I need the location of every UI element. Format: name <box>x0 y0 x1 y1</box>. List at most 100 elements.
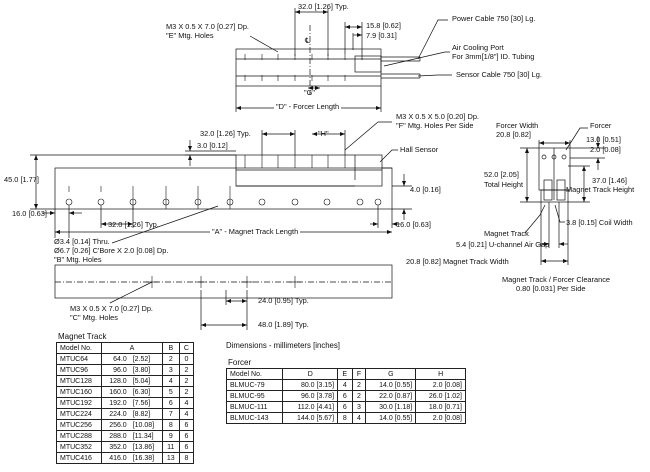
cell: 96.0 <box>101 364 130 376</box>
dim-48-typ: 48.0 [1.89] Typ. <box>258 320 309 329</box>
table-header-row: Model No. A B C <box>55 342 195 354</box>
dim-16-right: 16.0 [0.63] <box>396 220 431 229</box>
side-view <box>30 121 412 244</box>
cell: 9 <box>161 430 180 442</box>
cell: [13.86] <box>129 441 163 453</box>
cell: [2.52] <box>129 353 163 365</box>
top-dim-32-typ: 32.0 [1.26] Typ. <box>298 2 349 11</box>
c-mtg-holes-label-2: "C" Mtg. Holes <box>70 313 118 322</box>
cell: BLMUC-111 <box>225 401 284 413</box>
cell: 2.0 [0.08] <box>415 379 466 391</box>
e-mtg-holes-label-2: "E" Mtg. Holes <box>166 31 214 40</box>
cell: 6 <box>178 430 195 442</box>
cell: 256.0 <box>101 419 130 431</box>
cell: BLMUC-143 <box>225 412 284 424</box>
cell: 13 <box>161 452 180 464</box>
cell: 4 <box>337 379 353 391</box>
cell: 2 <box>351 379 367 391</box>
cell: MTUC128 <box>55 375 103 387</box>
forcer-label: Forcer <box>590 121 612 130</box>
cell: 2 <box>161 353 180 365</box>
sensor-cable-label: Sensor Cable 750 [30] Lg. <box>456 70 542 79</box>
b-holes-cbore: Ø6.7 [0.26] C'Bore X 2.0 [0.08] Dp. <box>54 246 169 255</box>
e-mtg-holes-label: M3 X 0.5 X 7.0 [0.27] Dp. <box>166 22 249 31</box>
cell: 5 <box>161 386 180 398</box>
col-header-b: B <box>161 342 180 354</box>
col-header-f: F <box>351 368 367 380</box>
cell: 4 <box>351 412 367 424</box>
magnet-track-height-label: Magnet Track Height <box>566 185 635 194</box>
cell: 6 <box>161 397 180 409</box>
col-header-a: A <box>101 342 163 354</box>
cell: MTUC192 <box>55 397 103 409</box>
top-dim-15-8: 15.8 [0.62] <box>366 21 401 30</box>
c-mtg-holes-label: M3 X 0.5 X 7.0 [0.27] Dp. <box>70 304 153 313</box>
col-header-model: Model No. <box>225 368 284 380</box>
dim-2-0: 2.0 [0.08] <box>590 145 621 154</box>
cell: [16.38] <box>129 452 163 464</box>
col-header-g: G <box>365 368 417 380</box>
total-height-value: 52.0 [2.05] <box>484 170 519 179</box>
cell: 0 <box>178 353 195 365</box>
cell: 11 <box>161 441 180 453</box>
total-height-label: Total Height <box>484 180 524 189</box>
h-dim-label: "H" <box>318 129 329 138</box>
cell: 8 <box>161 419 180 431</box>
air-port-label: Air Cooling Port <box>452 43 504 52</box>
col-header-d: D <box>282 368 339 380</box>
air-port-label-2: For 3mm[1/8"] ID. Tubing <box>452 52 535 61</box>
forcer-top-view <box>235 8 452 112</box>
table-header-row: Model No. D E F G H <box>225 368 466 380</box>
a-track-length-label: "A" - Magnet Track Length <box>210 227 301 237</box>
cell: 6 <box>178 419 195 431</box>
cell: BLMUC-95 <box>225 390 284 402</box>
cell: MTUC96 <box>55 364 103 376</box>
cell: 416.0 <box>101 452 130 464</box>
cell: 18.0 [0.71] <box>415 401 466 413</box>
cell: [6.30] <box>129 386 163 398</box>
cell: 7 <box>161 408 180 420</box>
cell: [8.82] <box>129 408 163 420</box>
magnet-track-height-value: 37.0 [1.46] <box>592 176 627 185</box>
cell: 22.0 [0.87] <box>365 390 417 402</box>
cell: 64.0 <box>101 353 130 365</box>
end-view <box>520 127 605 265</box>
track-width-label: 20.8 [0.82] Magnet Track Width <box>406 257 509 266</box>
cell: 352.0 <box>101 441 130 453</box>
dimensions-note: Dimensions - millimeters [inches] <box>226 341 340 350</box>
forcer-table-title: Forcer <box>228 358 252 367</box>
bottom-view <box>54 264 393 330</box>
b-holes-thru: Ø3.4 [0.14] Thru. <box>54 237 110 246</box>
power-cable-label: Power Cable 750 [30] Lg. <box>452 14 536 23</box>
cell: 288.0 <box>101 430 130 442</box>
cell: 160.0 <box>101 386 130 398</box>
dim-16-left: 16.0 [0.63] <box>12 209 47 218</box>
forcer-width-value: 20.8 [0.82] <box>496 130 531 139</box>
cell: [11.34] <box>129 430 163 442</box>
cell: 3 <box>161 364 180 376</box>
cell: 128.0 <box>101 375 130 387</box>
cell: 4 <box>178 408 195 420</box>
dim-3-0: 3.0 [0.12] <box>197 141 228 150</box>
f-mtg-holes-label-2: "F" Mtg. Holes Per Side <box>396 121 474 130</box>
magnet-track-table-title: Magnet Track <box>58 332 107 341</box>
clearance-value: 0.80 [0.031] Per Side <box>516 284 586 293</box>
cell: 3 <box>351 401 367 413</box>
cell: 2.0 [0.08] <box>415 412 466 424</box>
cell: MTUC416 <box>55 452 103 464</box>
centerline-symbol: ℄ <box>305 36 310 45</box>
cell: 224.0 <box>101 408 130 420</box>
air-gap-label: 5.4 [0.21] U-channel Air Gap <box>456 240 550 249</box>
cell: 6 <box>337 401 353 413</box>
dim-24-typ: 24.0 [0.95] Typ. <box>258 296 309 305</box>
